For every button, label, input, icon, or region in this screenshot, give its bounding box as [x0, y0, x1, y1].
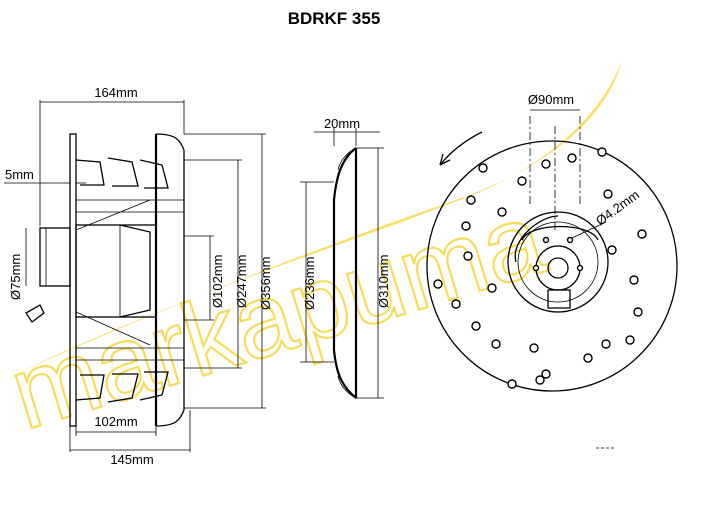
terminal-box — [547, 289, 571, 309]
cable-gland — [25, 304, 45, 323]
page-title: BDRKF 355 — [288, 9, 381, 28]
dim-ring-width: 20mm — [324, 116, 360, 131]
watermark-text: markapuma — [0, 180, 557, 452]
inlet-ring-view: 20mm Ø236mm Ø310mm — [300, 116, 391, 399]
watermark: markapuma — [0, 60, 622, 453]
dim-overall-depth: 164mm — [94, 85, 137, 100]
inlet-ring-profile — [332, 147, 357, 399]
dim-d356: Ø356mm — [258, 257, 273, 310]
hub-outer — [507, 211, 609, 313]
impeller-outline — [426, 140, 678, 392]
dim-d310: Ø310mm — [376, 255, 391, 308]
dim-d90: Ø90mm — [528, 92, 574, 107]
dim-d42: Ø4.2mm — [593, 187, 642, 228]
bolt-holes — [433, 147, 647, 389]
dim-total-depth: 145mm — [110, 452, 153, 467]
hub-boss — [39, 227, 71, 287]
dim-inner-depth: 102mm — [94, 414, 137, 429]
dim-d247: Ø247mm — [234, 255, 249, 308]
dim-d102: Ø102mm — [210, 255, 225, 308]
side-view: 164mm 5mm Ø75mm 102mm 145mm Ø102mm Ø247m… — [4, 85, 273, 467]
rotation-arrow — [439, 131, 483, 166]
dim-d236: Ø236mm — [302, 257, 317, 310]
dim-flange-thickness: 5mm — [5, 167, 34, 182]
dim-hub-diameter: Ø75mm — [8, 254, 23, 300]
